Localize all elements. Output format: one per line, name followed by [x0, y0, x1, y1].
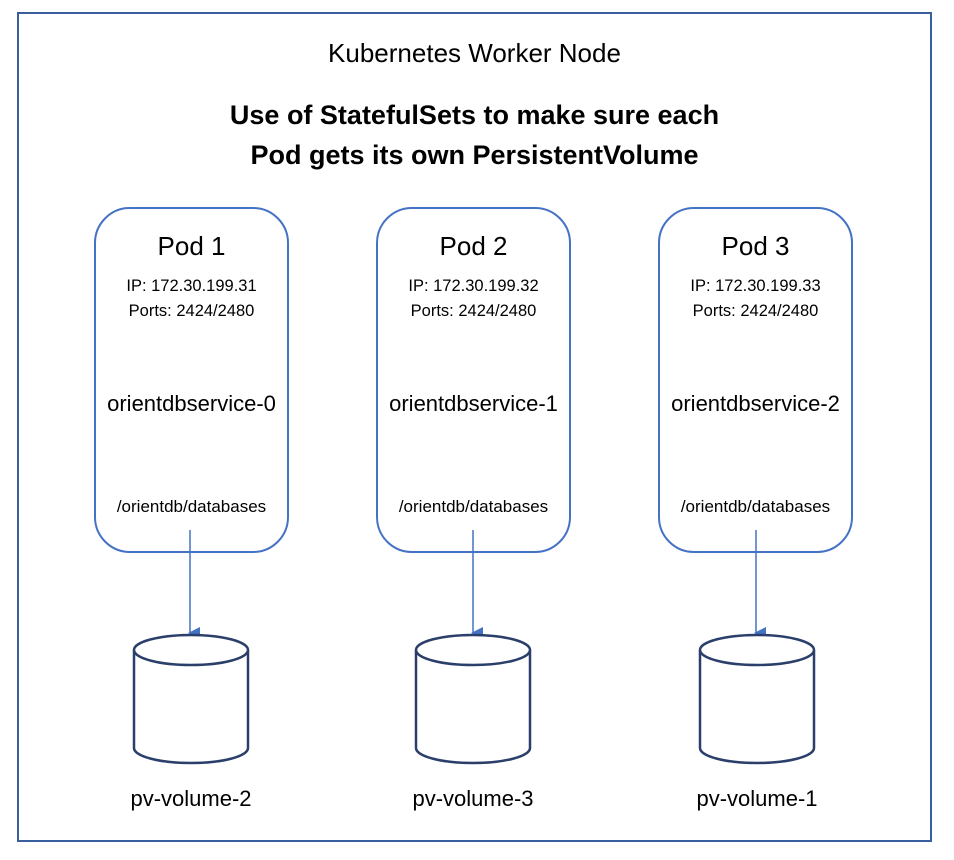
pod-3-ip: IP: 172.30.199.33	[690, 277, 821, 295]
pod-1-ip: IP: 172.30.199.31	[126, 277, 257, 295]
volume-3-cylinder-icon	[698, 633, 816, 765]
worker-node-frame	[17, 12, 932, 842]
pod-3-mount-path: /orientdb/databases	[680, 497, 831, 516]
pod-1-mount-path: /orientdb/databases	[116, 497, 267, 516]
worker-node-title: Kubernetes Worker Node	[328, 38, 621, 68]
volume-3-label: pv-volume-1	[696, 786, 818, 811]
pod-3-service-name: orientdbservice-2	[671, 391, 840, 416]
pod-2-mount-path: /orientdb/databases	[398, 497, 549, 516]
pod-1-label: Pod 1	[157, 231, 226, 261]
pod-3-ports: Ports: 2424/2480	[692, 302, 819, 320]
pod-2-label: Pod 2	[439, 231, 508, 261]
volume-1-label: pv-volume-2	[130, 786, 252, 811]
pod-2-service-name: orientdbservice-1	[389, 391, 558, 416]
volume-2-label: pv-volume-3	[412, 786, 534, 811]
pod-1-ports: Ports: 2424/2480	[128, 302, 255, 320]
pod-2-ports: Ports: 2424/2480	[410, 302, 537, 320]
diagram-heading: Use of StatefulSets to make sure each Po…	[17, 95, 932, 175]
diagram-heading-line-1: Use of StatefulSets to make sure each	[229, 100, 720, 130]
volume-1-cylinder-icon	[132, 633, 250, 765]
pod-1-box: Pod 1 IP: 172.30.199.31 Ports: 2424/2480…	[94, 207, 289, 553]
pod-2-ip: IP: 172.30.199.32	[408, 277, 539, 295]
volume-2-cylinder-icon	[414, 633, 532, 765]
diagram-heading-line-2: Pod gets its own PersistentVolume	[250, 140, 699, 170]
pod-2-box: Pod 2 IP: 172.30.199.32 Ports: 2424/2480…	[376, 207, 571, 553]
pod-3-label: Pod 3	[721, 231, 790, 261]
pod-1-service-name: orientdbservice-0	[107, 391, 276, 416]
